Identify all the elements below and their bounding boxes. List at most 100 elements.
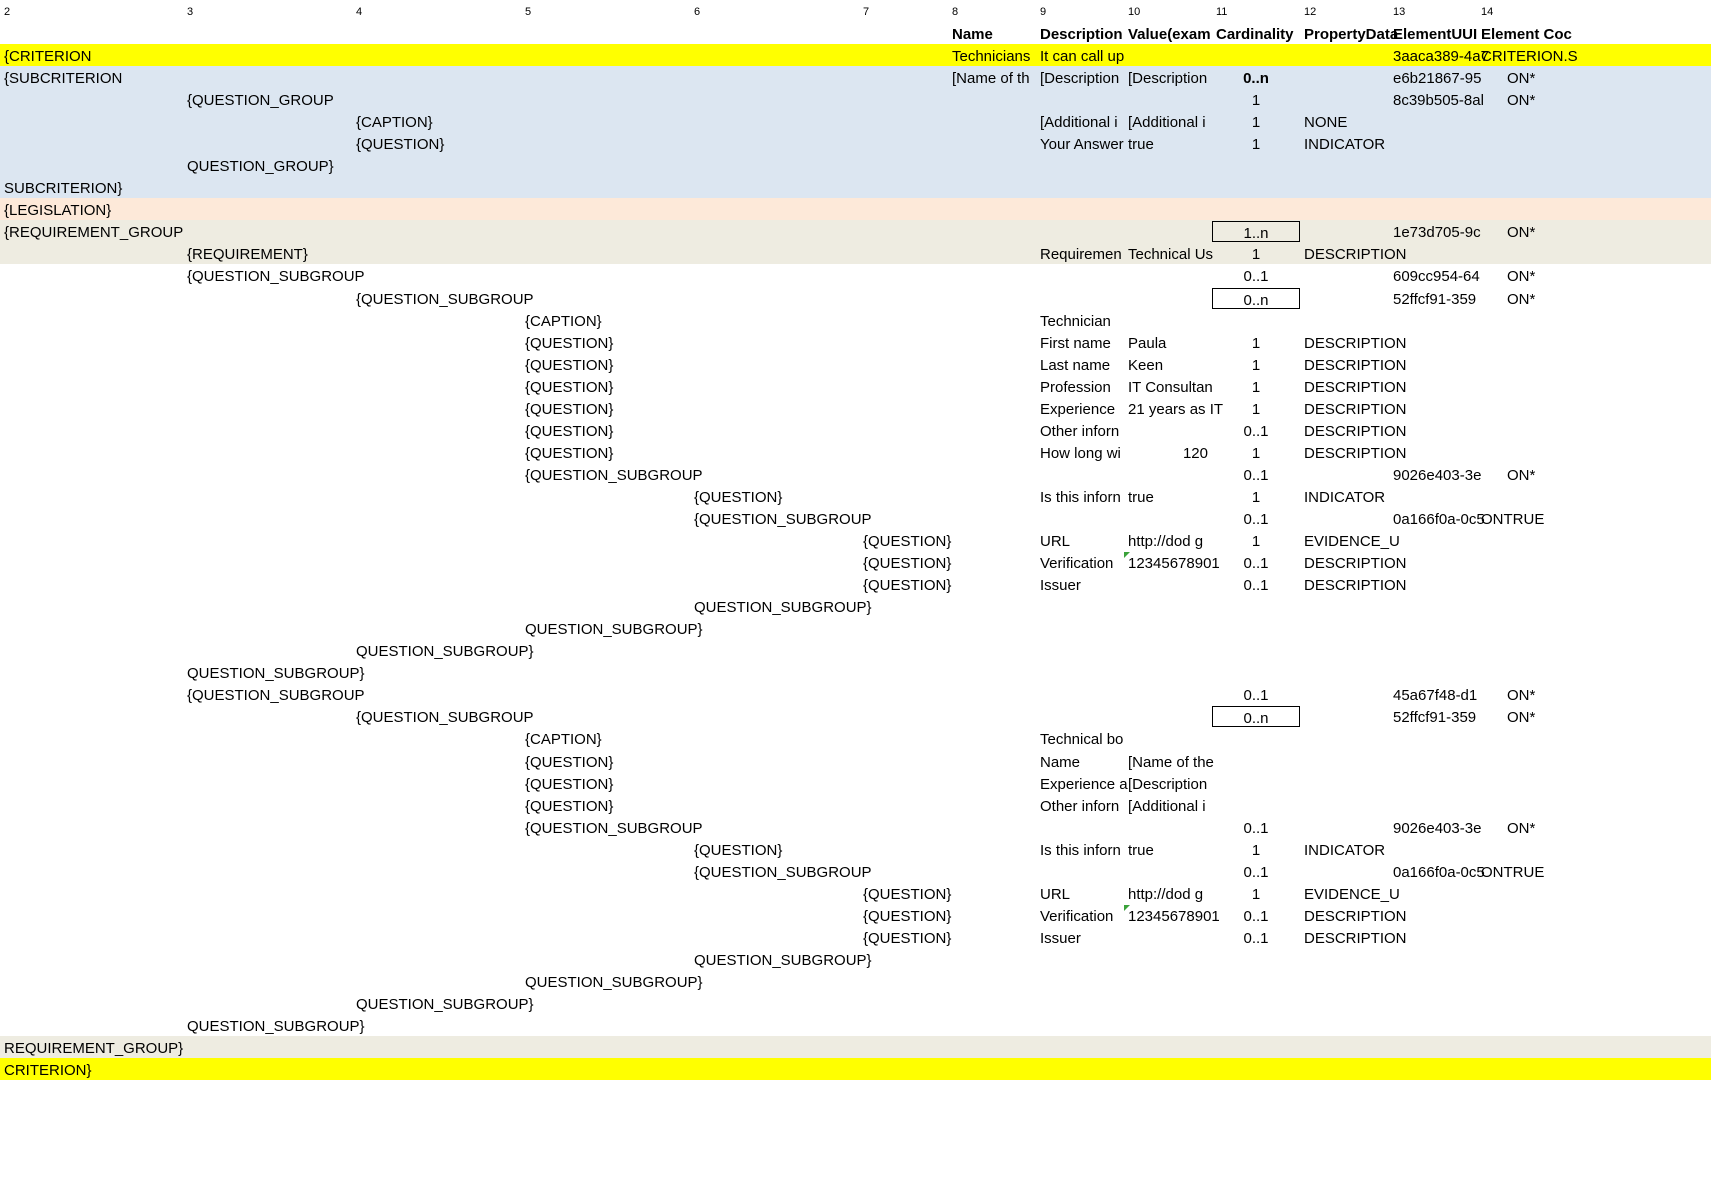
value-cell[interactable]: Technical Us [1128, 246, 1214, 264]
cardinality-cell[interactable]: 0..1 [1243, 510, 1269, 528]
value-cell[interactable]: 12345678901 [1124, 552, 1220, 573]
value-cell[interactable]: 120 [1182, 444, 1208, 462]
element-tag-cell[interactable]: QUESTION_SUBGROUP} [525, 973, 703, 991]
element-tag-cell[interactable]: {REQUIREMENT_GROUP [4, 224, 184, 242]
element-tag-cell[interactable]: {QUESTION} [863, 929, 952, 947]
column-number[interactable]: 11 [1216, 6, 1228, 18]
description-cell[interactable]: Other inforn [1040, 797, 1120, 815]
element-uuid-cell[interactable]: 9026e403-3e [1393, 466, 1482, 484]
element-tag-cell[interactable]: {QUESTION_SUBGROUP [694, 863, 872, 881]
element-code-cell[interactable]: ON* [1507, 709, 1536, 727]
element-tag-cell[interactable]: {QUESTION} [863, 907, 952, 925]
cardinality-cell[interactable]: 0..1 [1243, 268, 1269, 286]
description-cell[interactable]: Your Answer [1040, 136, 1124, 154]
cardinality-cell[interactable]: 1 [1251, 356, 1261, 374]
element-tag-cell[interactable]: {QUESTION_SUBGROUP [356, 290, 534, 308]
column-number[interactable]: 12 [1304, 6, 1317, 18]
element-tag-cell[interactable]: {QUESTION_GROUP [187, 92, 334, 110]
value-cell[interactable]: 12345678901 [1124, 904, 1220, 926]
cardinality-cell[interactable]: 0..1 [1243, 863, 1269, 881]
description-cell[interactable]: Profession [1040, 378, 1111, 396]
cardinality-cell[interactable]: 1 [1251, 533, 1261, 551]
column-number[interactable]: 13 [1393, 6, 1406, 18]
value-cell[interactable]: http://dod g [1128, 885, 1204, 903]
element-tag-cell[interactable]: SUBCRITERION} [4, 180, 123, 198]
element-tag-cell[interactable]: {QUESTION_SUBGROUP [187, 687, 365, 705]
element-tag-cell[interactable]: {QUESTION_SUBGROUP [525, 466, 703, 484]
header-value[interactable]: Value(exam [1128, 26, 1211, 43]
element-tag-cell[interactable]: {QUESTION} [525, 797, 614, 815]
description-cell[interactable]: URL [1040, 885, 1071, 903]
value-cell[interactable]: true [1128, 136, 1154, 154]
description-cell[interactable]: Technician [1040, 312, 1111, 330]
cardinality-cell[interactable]: 1 [1251, 444, 1261, 462]
cardinality-cell[interactable]: 1 [1251, 378, 1261, 396]
description-cell[interactable]: Technical bo [1040, 731, 1124, 749]
element-tag-cell[interactable]: {LEGISLATION} [4, 202, 112, 220]
column-number[interactable]: 2 [4, 6, 11, 18]
property-data-cell[interactable]: DESCRIPTION [1304, 555, 1407, 573]
element-code-cell[interactable]: ON* [1507, 70, 1536, 88]
value-cell[interactable]: true [1128, 841, 1154, 859]
column-number[interactable]: 5 [525, 6, 532, 18]
element-tag-cell[interactable]: {QUESTION_SUBGROUP [187, 268, 365, 286]
cardinality-cell[interactable]: 0..1 [1243, 929, 1269, 947]
name-cell[interactable]: Technicians [952, 48, 1031, 65]
header-cardinality[interactable]: Cardinality [1216, 26, 1294, 43]
value-cell[interactable]: [Description [1128, 70, 1208, 88]
property-data-cell[interactable]: DESCRIPTION [1304, 378, 1407, 396]
element-tag-cell[interactable]: QUESTION_SUBGROUP} [187, 1018, 365, 1036]
value-cell[interactable]: [Name of the [1128, 753, 1214, 771]
header-description[interactable]: Description [1040, 26, 1123, 43]
column-number[interactable]: 6 [694, 6, 701, 18]
cardinality-cell[interactable]: 1 [1251, 841, 1261, 859]
value-cell[interactable]: 21 years as IT [1128, 400, 1224, 418]
comment-indicator-icon[interactable] [1124, 904, 1130, 911]
element-tag-cell[interactable]: {QUESTION_SUBGROUP [525, 819, 703, 837]
property-data-cell[interactable]: INDICATOR [1304, 488, 1386, 506]
element-tag-cell[interactable]: {QUESTION_SUBGROUP [694, 510, 872, 528]
element-tag-cell[interactable]: {QUESTION} [525, 422, 614, 440]
cardinality-cell[interactable]: 1 [1251, 400, 1261, 418]
description-cell[interactable]: Name [1040, 753, 1081, 771]
description-cell[interactable]: First name [1040, 334, 1111, 352]
property-data-cell[interactable]: DESCRIPTION [1304, 356, 1407, 374]
value-cell[interactable]: http://dod g [1128, 533, 1204, 551]
description-cell[interactable]: [Additional i [1040, 114, 1118, 132]
property-data-cell[interactable]: DESCRIPTION [1304, 334, 1407, 352]
element-tag-cell[interactable]: REQUIREMENT_GROUP} [4, 1040, 184, 1058]
value-cell[interactable]: Keen [1128, 356, 1164, 374]
element-uuid-cell[interactable]: 1e73d705-9c [1393, 224, 1481, 242]
element-tag-cell[interactable]: QUESTION_SUBGROUP} [356, 996, 534, 1014]
value-cell[interactable]: [Additional i [1128, 797, 1206, 815]
element-tag-cell[interactable]: {CRITERION [4, 48, 92, 65]
element-tag-cell[interactable]: QUESTION_SUBGROUP} [356, 643, 534, 661]
element-tag-cell[interactable]: QUESTION_SUBGROUP} [525, 621, 703, 639]
property-data-cell[interactable]: DESCRIPTION [1304, 577, 1407, 595]
element-tag-cell[interactable]: {REQUIREMENT} [187, 246, 308, 264]
value-cell[interactable]: IT Consultan [1128, 378, 1213, 396]
element-tag-cell[interactable]: QUESTION_SUBGROUP} [694, 951, 872, 969]
element-tag-cell[interactable]: {CAPTION} [525, 312, 602, 330]
description-cell[interactable]: Other inforn [1040, 422, 1120, 440]
header-element-code[interactable]: Element Coc [1481, 26, 1572, 43]
element-tag-cell[interactable]: {SUBCRITERION [4, 70, 123, 88]
property-data-cell[interactable]: DESCRIPTION [1304, 246, 1407, 264]
element-uuid-cell[interactable]: 9026e403-3e [1393, 819, 1482, 837]
element-tag-cell[interactable]: {QUESTION} [694, 841, 783, 859]
element-tag-cell[interactable]: {QUESTION} [694, 488, 783, 506]
cardinality-cell[interactable]: 0..1 [1243, 907, 1269, 925]
cardinality-cell[interactable]: 1 [1251, 246, 1261, 264]
element-uuid-cell[interactable]: 52ffcf91-359 [1393, 290, 1477, 308]
description-cell[interactable]: Verification [1040, 907, 1114, 925]
property-data-cell[interactable]: DESCRIPTION [1304, 907, 1407, 925]
element-tag-cell[interactable]: {QUESTION} [525, 400, 614, 418]
header-element-uuid[interactable]: ElementUUI [1393, 26, 1478, 43]
description-cell[interactable]: Is this inforn [1040, 488, 1121, 506]
element-tag-cell[interactable]: {QUESTION_SUBGROUP [356, 709, 534, 727]
name-cell[interactable]: [Name of th [952, 70, 1030, 88]
description-cell[interactable]: Verification [1040, 555, 1114, 573]
header-property-data[interactable]: PropertyData [1304, 26, 1399, 43]
column-number[interactable]: 8 [952, 6, 959, 18]
description-cell[interactable]: Experience a [1040, 775, 1128, 793]
